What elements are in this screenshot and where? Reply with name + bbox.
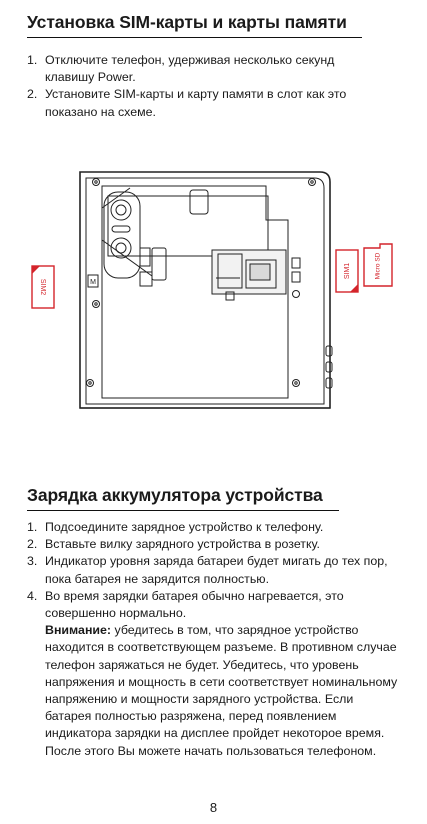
warning-note: Внимание: убедитесь в том, что зарядное … [45,622,399,760]
page-number: 8 [209,800,218,815]
m-marker-label: M [90,279,96,286]
sim1-label: SIM1 [344,263,351,279]
list-item: 1.Подсоедините зарядное устройство к тел… [27,520,324,534]
list-item: 2.Установите SIM-карты и карту памяти в … [27,87,347,119]
sim2-label: SIM2 [39,279,46,295]
warning-text: убедитесь в том, что зарядное устройство… [45,623,398,758]
phone-sim-slot-diagram: SIM2 M SIM1 Micro SD [31,171,393,409]
section-title-sim-install: Установка SIM-карты и карты памяти [27,12,362,38]
charging-steps: 1.Подсоедините зарядное устройство к тел… [27,519,399,760]
list-item: 3.Индикатор уровня заряда батареи будет … [27,554,388,586]
section-title-battery-charging: Зарядка аккумулятора устройства [27,485,339,511]
microsd-label: Micro SD [375,252,382,279]
list-item: 1.Отключите телефон, удерживая несколько… [27,53,335,85]
list-item: 4.Во время зарядки батарея обычно нагрев… [27,588,399,760]
list-item: 2.Вставьте вилку зарядного устройства в … [27,537,320,552]
warning-label: Внимание: [45,623,112,638]
sim-install-steps: 1.Отключите телефон, удерживая несколько… [27,52,387,121]
